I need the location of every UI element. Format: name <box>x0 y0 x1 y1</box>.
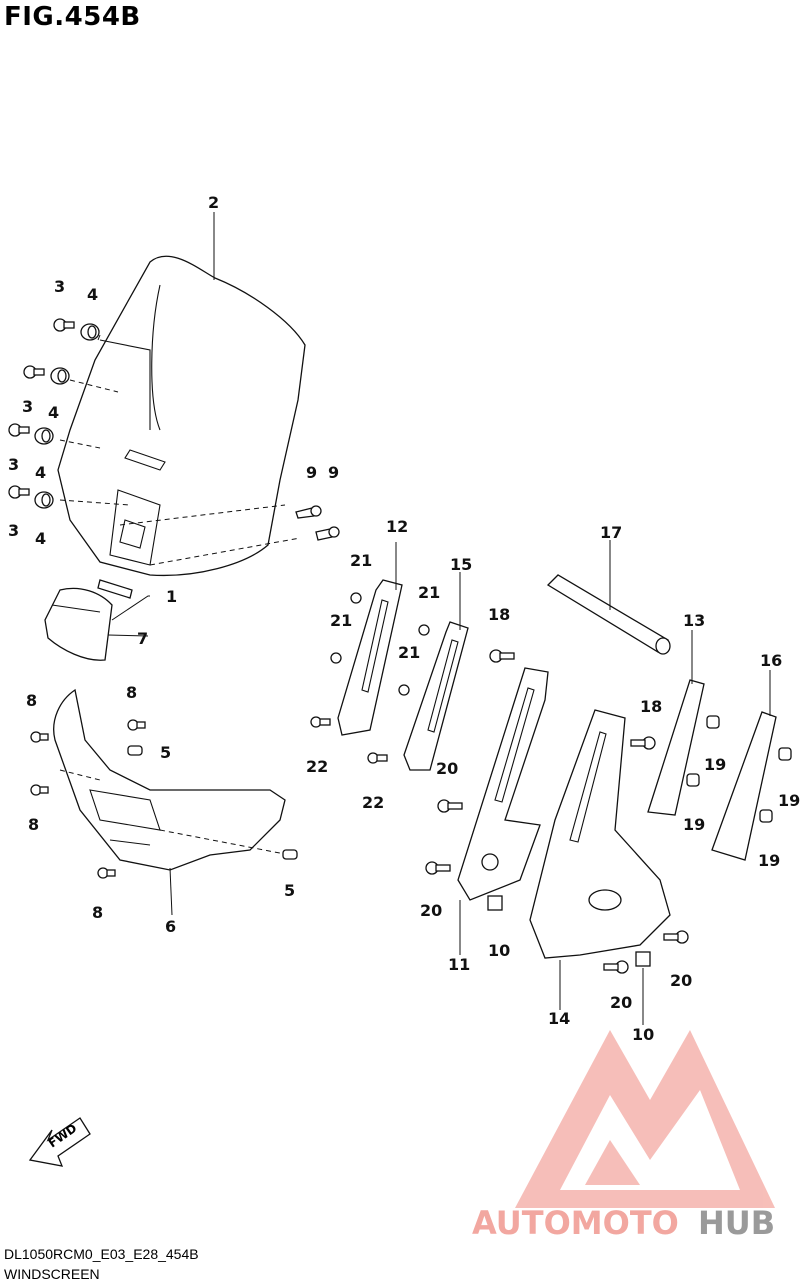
callout-label: 19 <box>683 815 705 834</box>
bar-part-17 <box>546 574 671 655</box>
callout-label: 14 <box>548 1009 570 1028</box>
fwd-arrow-icon: FWD <box>28 1117 91 1167</box>
callout-label: 19 <box>778 791 800 810</box>
lower-cover-part-6 <box>53 688 291 871</box>
bracket-part-11 <box>457 667 549 901</box>
rail-part-13 <box>647 679 705 816</box>
callout-label: 16 <box>760 651 782 670</box>
callout-label: 8 <box>28 815 39 834</box>
callout-label: 9 <box>328 463 339 482</box>
callout-label: 3 <box>54 277 65 296</box>
callout-label: 20 <box>610 993 632 1012</box>
strip-part-1 <box>97 579 133 599</box>
callout-label: 22 <box>306 757 328 776</box>
callout-label: 8 <box>92 903 103 922</box>
nut-part-10-right <box>635 951 651 967</box>
callout-label: 3 <box>8 455 19 474</box>
caps-part-19 <box>686 715 792 823</box>
callout-label: 8 <box>126 683 137 702</box>
callout-label: 20 <box>420 901 442 920</box>
callout-label: 11 <box>448 955 470 974</box>
callout-label: 12 <box>386 517 408 536</box>
callout-label: 20 <box>670 971 692 990</box>
callout-label: 21 <box>350 551 372 570</box>
callout-label: 10 <box>632 1025 654 1044</box>
callout-label: 3 <box>22 397 33 416</box>
bracket-part-14 <box>529 709 671 959</box>
callout-label: 19 <box>758 851 780 870</box>
rail-part-16 <box>711 711 777 861</box>
section-name: WINDSCREEN <box>4 1266 100 1282</box>
watermark-text-a: AUTOMOTO <box>472 1204 679 1242</box>
callout-label: 5 <box>284 881 295 900</box>
callout-label: 7 <box>137 629 148 648</box>
watermark-logo <box>515 1030 775 1208</box>
leader-lines <box>97 212 771 1025</box>
callout-label: 19 <box>704 755 726 774</box>
callout-label: 15 <box>450 555 472 574</box>
screws-part-21-22 <box>310 592 430 764</box>
callout-label: 20 <box>436 759 458 778</box>
callout-label: 22 <box>362 793 384 812</box>
callout-label: 6 <box>165 917 176 936</box>
bracket-part-12 <box>337 579 403 736</box>
callout-label: 8 <box>26 691 37 710</box>
callout-label: 9 <box>306 463 317 482</box>
callout-label: 4 <box>35 529 46 548</box>
callout-label: 18 <box>488 605 510 624</box>
callout-label: 1 <box>166 587 177 606</box>
callout-label: 3 <box>8 521 19 540</box>
callout-label: 21 <box>398 643 420 662</box>
callout-label: 13 <box>683 611 705 630</box>
callout-label: 18 <box>640 697 662 716</box>
callout-label: 21 <box>330 611 352 630</box>
callout-label: 4 <box>48 403 59 422</box>
pad-part-7 <box>44 587 113 661</box>
callout-label: 5 <box>160 743 171 762</box>
windscreen-part <box>57 255 306 577</box>
bracket-part-15 <box>403 621 469 771</box>
screws-part-9 <box>295 505 340 541</box>
fasteners-part-5-8 <box>30 719 298 879</box>
figure-title: FIG.454B <box>4 2 141 32</box>
fastener-set-3-4 <box>8 318 100 509</box>
callout-labels: 2 3 4 3 4 3 4 3 4 1 7 9 9 12 21 21 22 15… <box>8 193 800 1044</box>
callout-label: 21 <box>418 583 440 602</box>
bolts-part-18-20 <box>425 649 689 974</box>
callout-label: 4 <box>35 463 46 482</box>
callout-label: 17 <box>600 523 622 542</box>
callout-label: 4 <box>87 285 98 304</box>
model-code: DL1050RCM0_E03_E28_454B <box>4 1246 199 1262</box>
nut-part-10-left <box>487 895 503 911</box>
callout-label: 2 <box>208 193 219 212</box>
watermark-text-b: HUB <box>698 1204 775 1242</box>
callout-label: 10 <box>488 941 510 960</box>
